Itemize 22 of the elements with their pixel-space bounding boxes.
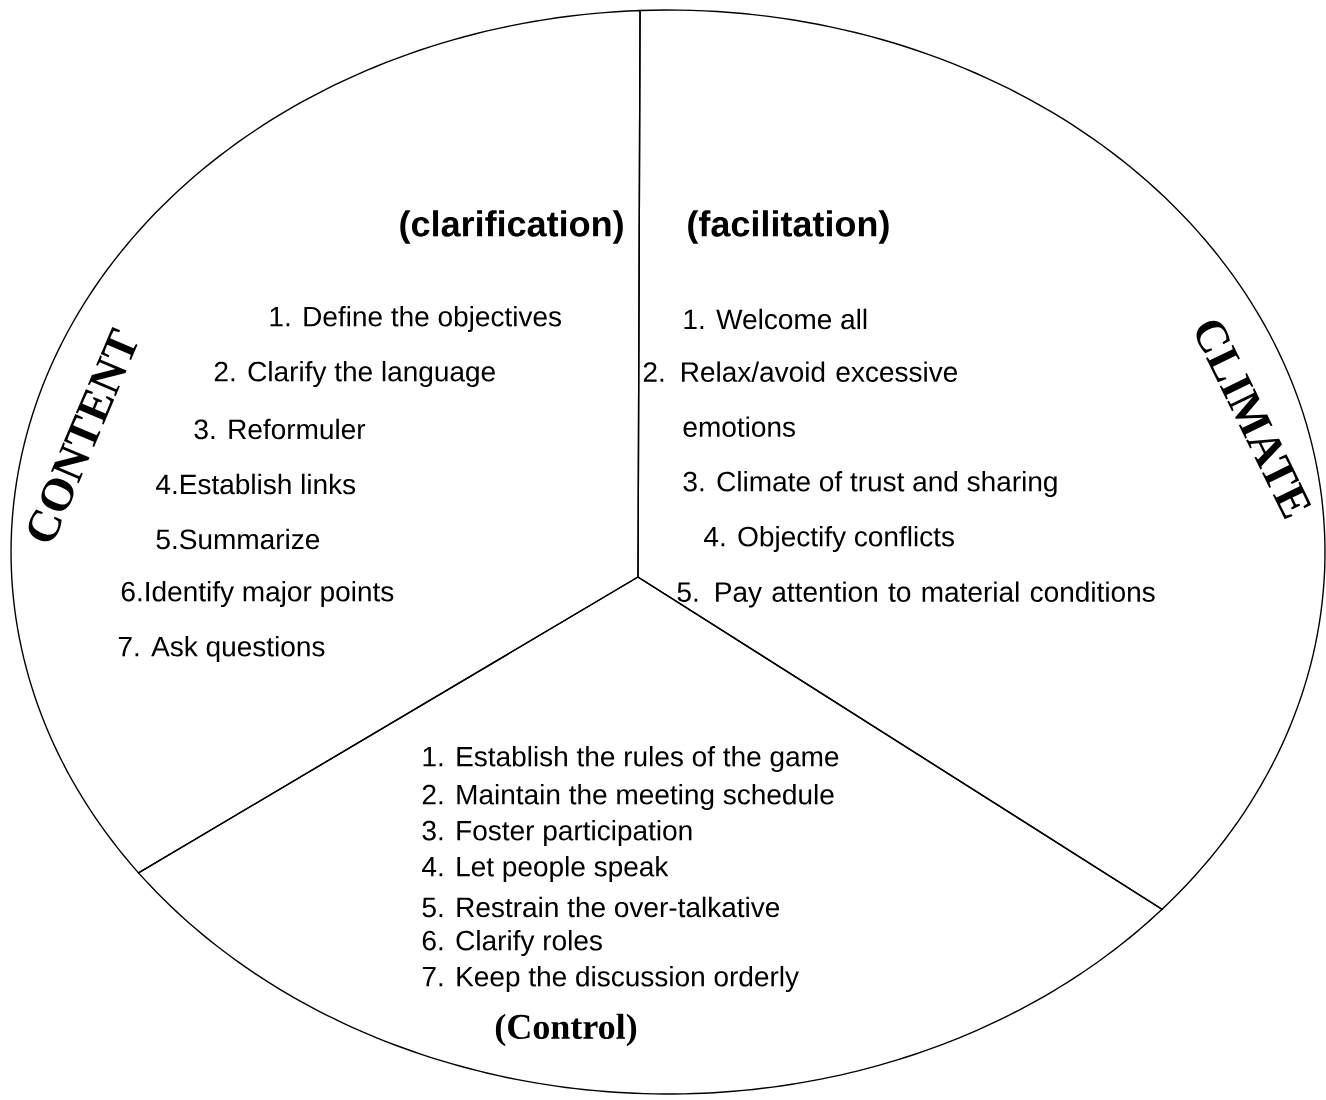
list-item: 4. Let people speak [422, 855, 669, 883]
list-item: 7. Keep the discussion orderly [422, 965, 799, 993]
list-item: 4.Establish links [156, 473, 356, 495]
list-item: 3. Reformuler [194, 418, 366, 440]
list-item: 2. Clarify the language [214, 360, 495, 388]
list-item: 6. Clarify roles [422, 929, 602, 957]
section-heading: (facilitation) [688, 210, 889, 244]
list-item: 5.Summarize [156, 528, 320, 550]
section-heading: (Control) [495, 1013, 637, 1047]
list-item: 2. Relax/avoid excessive emotions [643, 361, 958, 437]
list-item: 1. Establish the rules of the game [423, 745, 839, 773]
list-item: 2. Maintain the meeting schedule [422, 783, 834, 811]
list-item: 3. Foster participation [422, 819, 692, 847]
list-item: 5. Restrain the over-talkative [422, 896, 780, 918]
section-heading: (clarification) [400, 210, 623, 244]
list-item: 4. Objectify conflicts [704, 525, 954, 553]
list-item: 3. Climate of trust and sharing [683, 470, 1057, 498]
list-item: 5. Pay attention to material conditions [677, 581, 1155, 608]
list-item: 1. Welcome all [684, 308, 867, 330]
list-item: 1. Define the objectives [270, 305, 561, 333]
list-item: 7. Ask questions [118, 635, 325, 663]
list-item: 6.Identify major points [121, 580, 394, 608]
